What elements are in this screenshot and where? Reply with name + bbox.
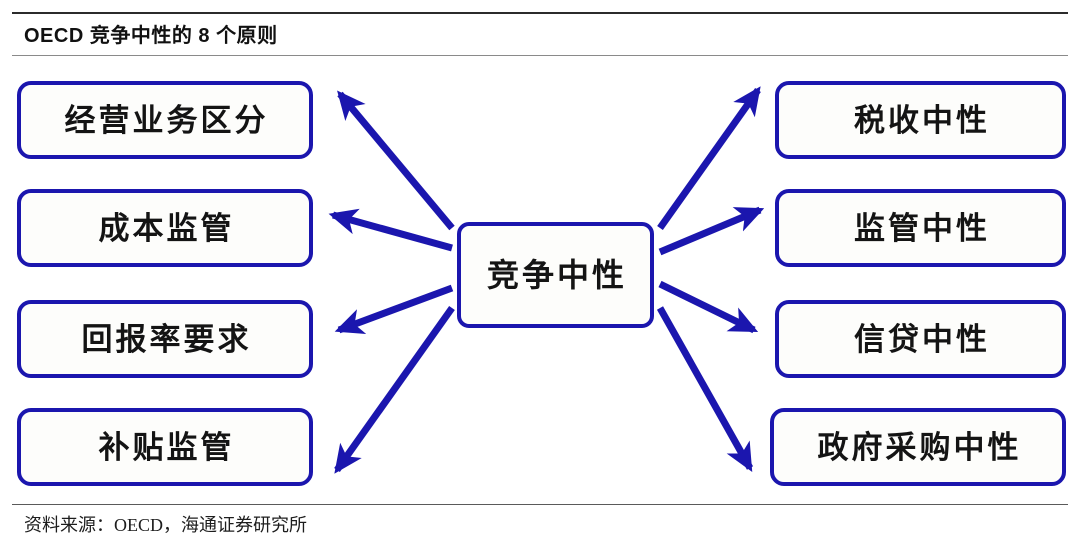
arrow-to-huibaolv-yaoqiu (334, 284, 454, 334)
node-label: 监管中性 (854, 210, 990, 246)
node-shuishou-zhongxing[interactable]: 税收中性 (775, 81, 1066, 159)
header-rule-top (12, 12, 1068, 14)
node-zhengfu-caigou-zhongxing[interactable]: 政府采购中性 (770, 408, 1066, 486)
node-label: 回报率要求 (81, 321, 252, 357)
node-label: 经营业务区分 (64, 102, 269, 138)
node-label: 税收中性 (854, 102, 990, 138)
arrow-to-zhengfu-caigou (656, 306, 754, 473)
node-huibaolv-yaoqiu[interactable]: 回报率要求 (17, 300, 313, 378)
node-label: 竞争中性 (486, 257, 627, 293)
node-label: 补贴监管 (98, 429, 235, 465)
node-butie-jianguan[interactable]: 补贴监管 (17, 408, 313, 486)
arrow-to-xindai-zhongxing (658, 280, 759, 334)
source-note: 资料来源：OECD，海通证券研究所 (24, 515, 307, 535)
node-chengben-jianguan[interactable]: 成本监管 (17, 189, 313, 267)
footer-rule (12, 504, 1068, 505)
page-title: OECD 竞争中性的 8 个原则 (24, 25, 278, 47)
arrow-to-chengben-jianguan (328, 208, 453, 252)
header-rule-bottom (12, 55, 1068, 56)
arrow-to-butie-jianguan (334, 305, 455, 474)
node-jingying-yewu-qufen[interactable]: 经营业务区分 (17, 81, 313, 159)
node-xindai-zhongxing[interactable]: 信贷中性 (775, 300, 1066, 378)
node-label: 政府采购中性 (817, 429, 1022, 465)
node-label: 成本监管 (98, 210, 235, 246)
arrow-to-jingying-yewu-qufen (337, 90, 455, 231)
diagram-area: 经营业务区分 成本监管 回报率要求 补贴监管 竞争中性 税收中性 监管中性 信贷… (0, 56, 1080, 504)
arrow-to-jianguan-zhongxing (658, 206, 765, 256)
arrow-to-shuishou-zhongxing (657, 86, 761, 231)
node-center-jingzheng-zhongxing[interactable]: 竞争中性 (457, 222, 654, 328)
arrow-layer (328, 86, 765, 474)
node-label: 信贷中性 (854, 321, 990, 357)
node-jianguan-zhongxing[interactable]: 监管中性 (775, 189, 1066, 267)
